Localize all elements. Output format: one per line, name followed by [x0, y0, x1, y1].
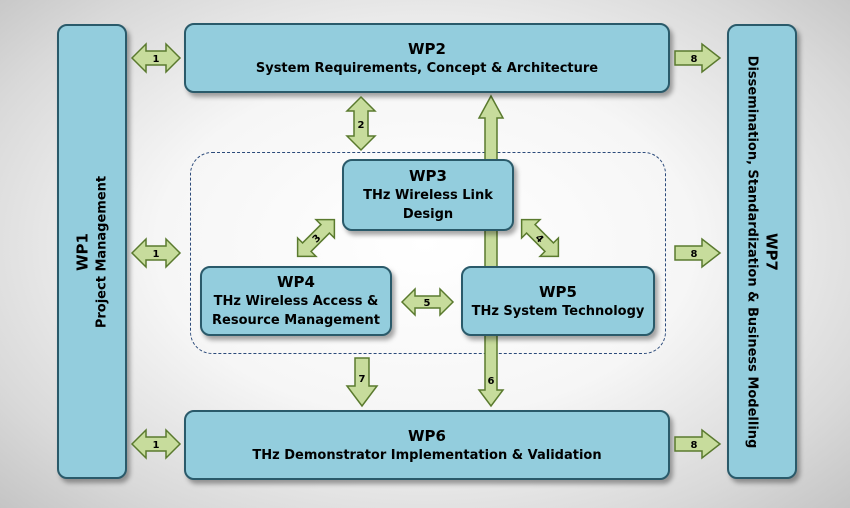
wp5-title: WP5 [539, 282, 577, 301]
wp5-box: WP5 THz System Technology [461, 266, 655, 336]
arrow-3: 3 [296, 218, 336, 258]
arrow-1-top-label: 1 [153, 54, 160, 65]
wp6-subtitle: THz Demonstrator Implementation & Valida… [252, 447, 602, 463]
arrow-2: 2 [345, 95, 377, 152]
wp1-box: WP1 Project Management [57, 24, 127, 479]
wp4-line2: Resource Management [212, 313, 380, 328]
arrow-7-label: 7 [359, 374, 366, 385]
arrow-6-label: 6 [488, 376, 495, 387]
arrow-1-bottom-label: 1 [153, 440, 160, 451]
wp3-box: WP3 THz Wireless Link Design [342, 159, 514, 231]
arrow-1-bottom: 1 [130, 428, 182, 460]
arrow-7: 7 [345, 357, 379, 408]
wp2-title: WP2 [408, 39, 446, 58]
wp3-line1: THz Wireless Link [363, 188, 493, 203]
wp4-title: WP4 [277, 273, 315, 291]
arrow-8-mid-label: 8 [691, 249, 698, 260]
wp4-box: WP4 THz Wireless Access & Resource Manag… [200, 266, 392, 336]
wp3-title: WP3 [409, 167, 447, 185]
wp3-line2: Design [402, 207, 454, 222]
arrow-1-mid: 1 [130, 237, 182, 269]
arrow-1-top: 1 [130, 42, 182, 74]
wp6-box: WP6 THz Demonstrator Implementation & Va… [184, 410, 670, 480]
arrow-8-bottom-label: 8 [691, 440, 698, 451]
arrow-8-top-label: 8 [691, 54, 698, 65]
arrow-8-top: 8 [674, 42, 722, 74]
arrow-8-bottom: 8 [674, 428, 722, 460]
wp2-box: WP2 System Requirements, Concept & Archi… [184, 23, 670, 93]
arrow-2-label: 2 [358, 120, 365, 131]
arrow-1-mid-label: 1 [153, 249, 160, 260]
arrow-5: 5 [400, 287, 455, 317]
wp7-box: WP7 Dissemination, Standardization & Bus… [727, 24, 797, 479]
wp6-title: WP6 [408, 426, 446, 445]
wp5-subtitle: THz System Technology [471, 303, 645, 319]
wp4-line1: THz Wireless Access & [213, 294, 379, 309]
arrow-5-label: 5 [424, 298, 431, 309]
core-group-dashed-border [190, 152, 666, 354]
arrow-4: 4 [520, 218, 560, 258]
arrow-8-mid: 8 [674, 237, 722, 269]
wp2-subtitle: System Requirements, Concept & Architect… [255, 60, 599, 76]
